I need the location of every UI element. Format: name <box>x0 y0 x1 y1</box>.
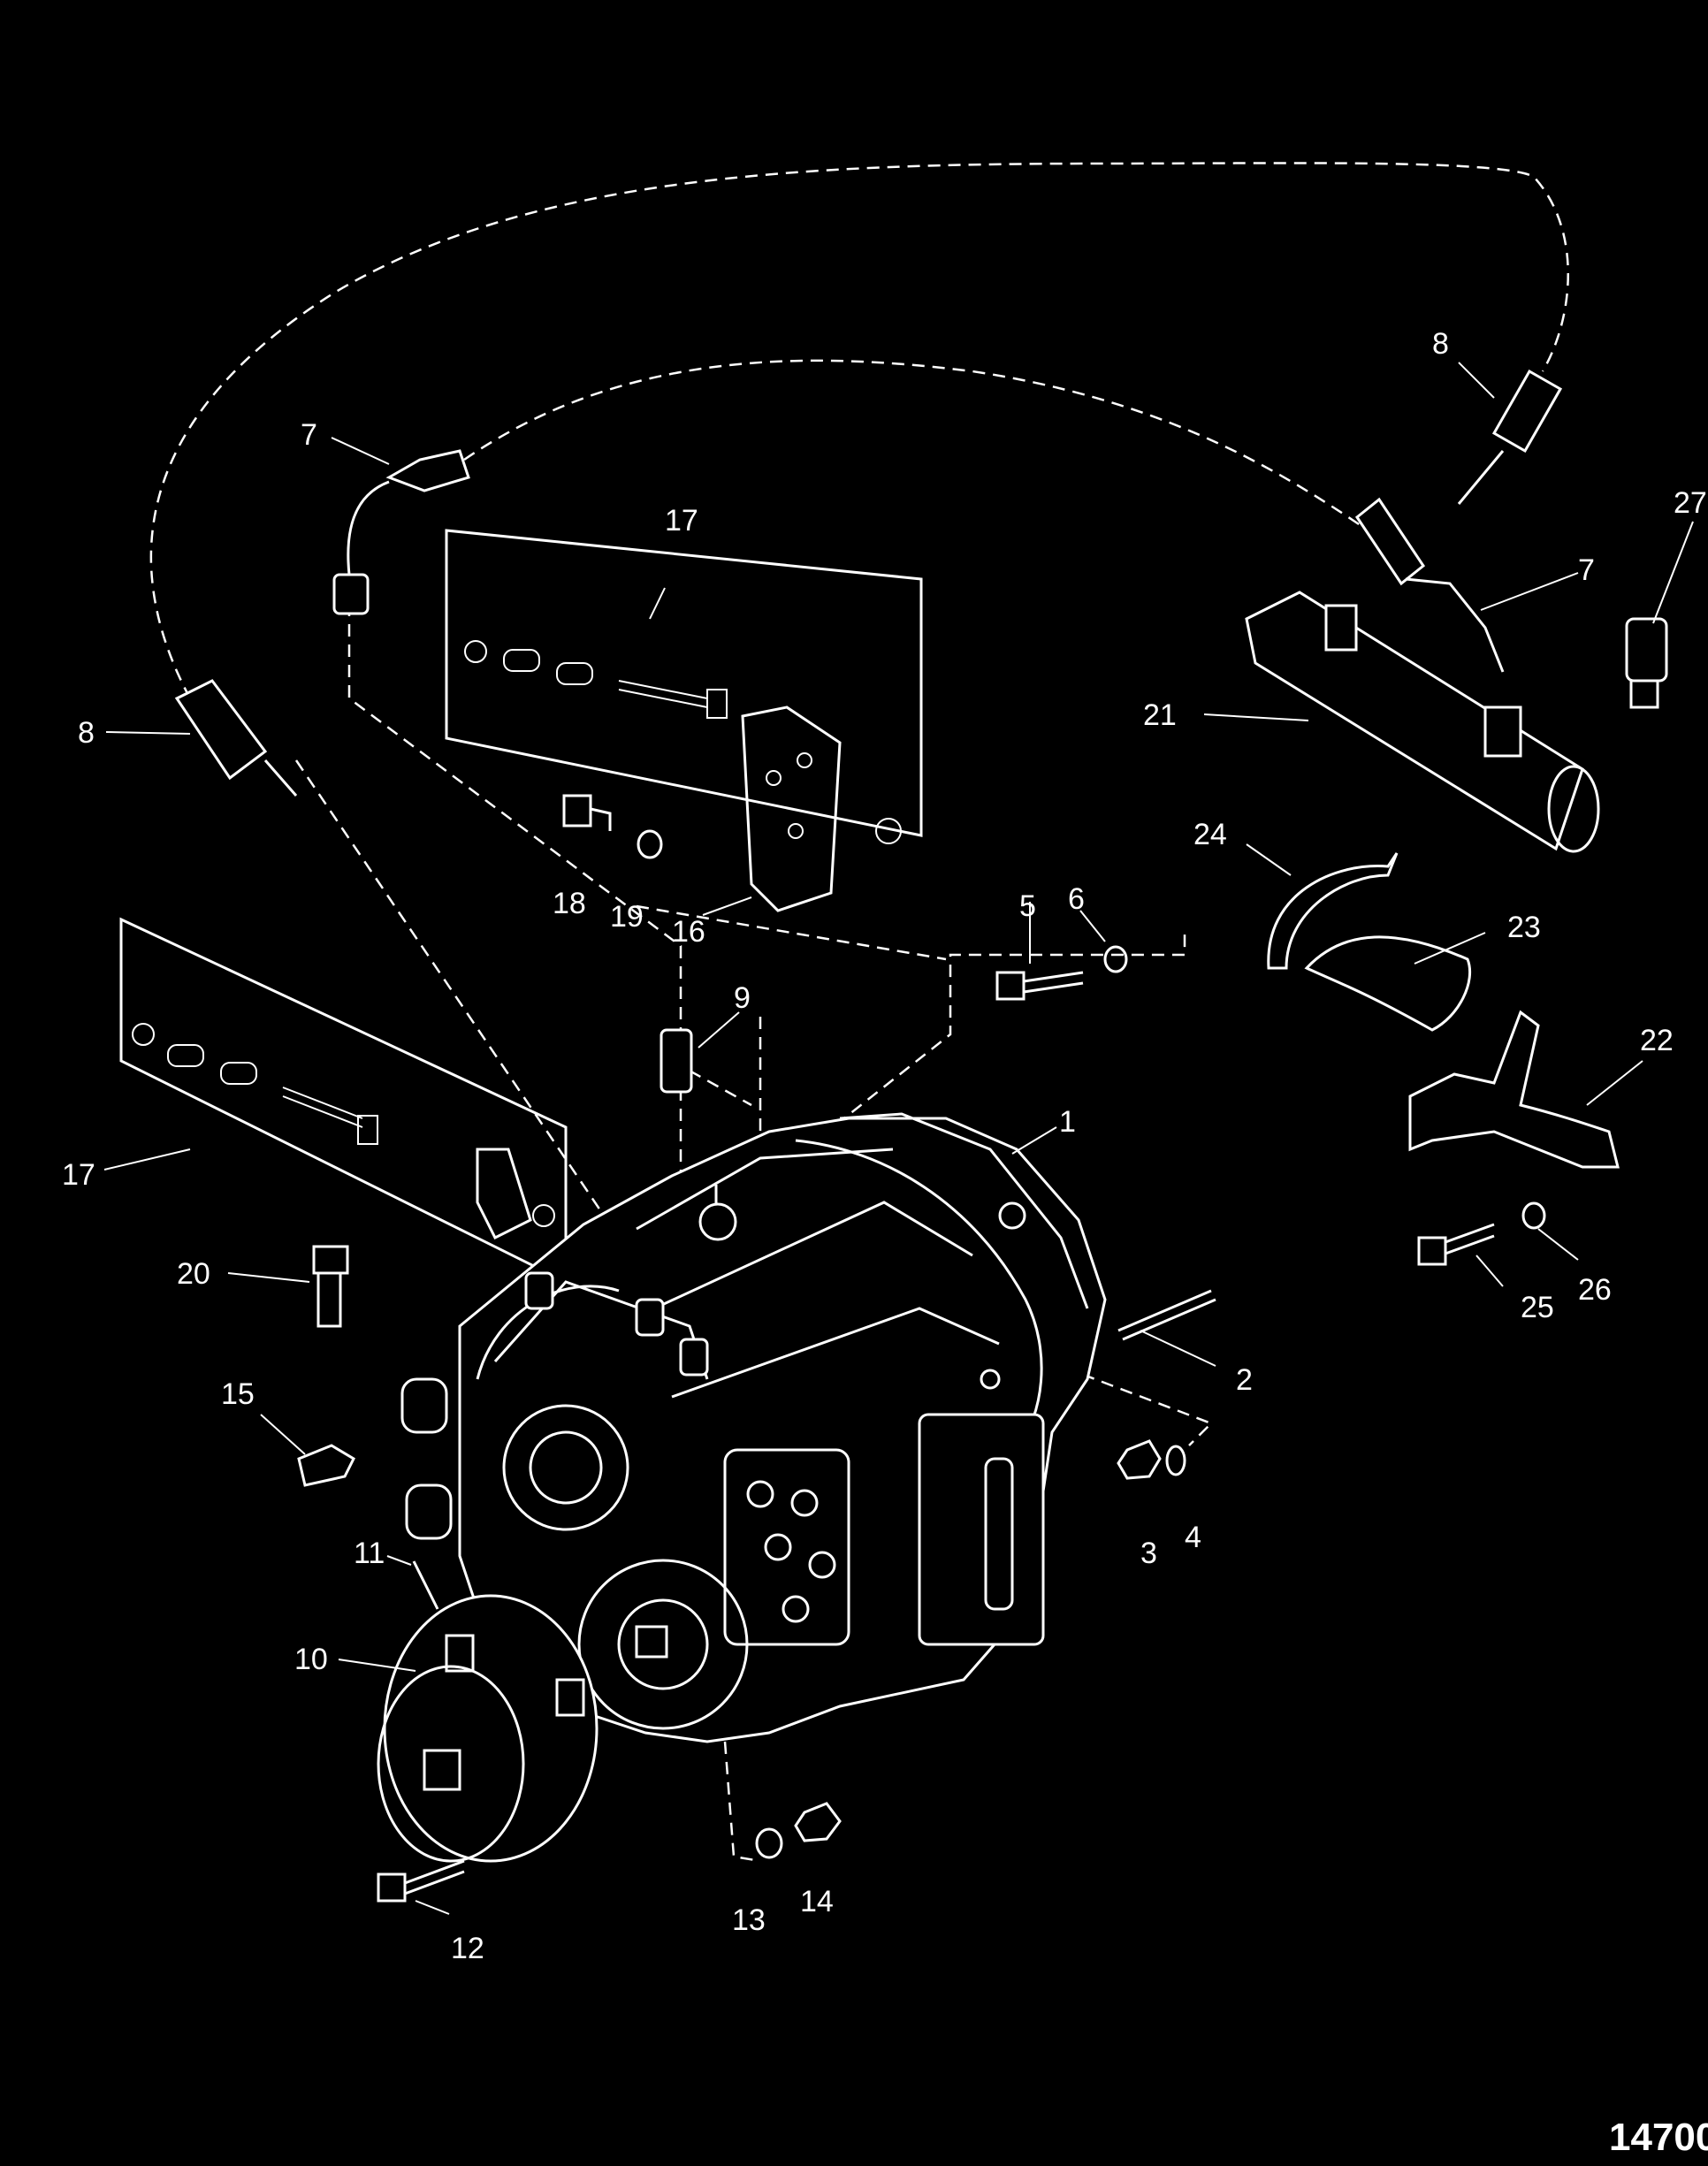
callout-27: 27 <box>1674 486 1707 520</box>
callout-6: 6 <box>1068 882 1085 916</box>
callout-25: 25 <box>1521 1291 1554 1324</box>
callout-2: 2 <box>1236 1363 1253 1397</box>
callout-7-right: 7 <box>1578 553 1595 587</box>
callout-22: 22 <box>1640 1024 1674 1057</box>
callout-14: 14 <box>800 1885 834 1918</box>
leader-lines <box>103 362 1694 1915</box>
callout-17-upper: 17 <box>665 504 698 538</box>
callout-18: 18 <box>553 887 586 920</box>
callout-16: 16 <box>672 915 705 949</box>
hose-fittings-left <box>174 449 470 797</box>
hose-lines <box>149 162 1569 1863</box>
callout-labels: 1 2 3 4 5 6 7 7 8 8 9 10 11 12 13 14 15 … <box>62 327 1707 1965</box>
callout-7-left: 7 <box>301 418 317 452</box>
transmission-housing <box>400 1112 1107 1743</box>
callout-26: 26 <box>1578 1273 1612 1307</box>
callout-23: 23 <box>1507 911 1541 944</box>
callout-10: 10 <box>294 1643 328 1676</box>
kit-panel-lower <box>119 917 568 1285</box>
cooler-assembly <box>1245 369 1668 1266</box>
callout-11: 11 <box>354 1537 385 1570</box>
callout-9: 9 <box>734 981 751 1015</box>
figure-number: 14700 <box>1609 2116 1708 2159</box>
callout-20: 20 <box>177 1257 210 1291</box>
callout-12: 12 <box>451 1932 484 1965</box>
callout-4: 4 <box>1185 1521 1201 1554</box>
callout-17-lower: 17 <box>62 1158 95 1192</box>
callout-1: 1 <box>1059 1105 1076 1139</box>
callout-19: 19 <box>610 900 644 934</box>
callout-3: 3 <box>1140 1537 1157 1570</box>
callout-13: 13 <box>732 1903 766 1937</box>
callout-8-right: 8 <box>1432 327 1449 361</box>
callout-24: 24 <box>1193 818 1227 851</box>
callout-5: 5 <box>1019 889 1036 923</box>
fittings <box>297 794 1216 1903</box>
callout-8-left: 8 <box>78 716 95 750</box>
callout-15: 15 <box>221 1377 255 1411</box>
kit-panel-upper <box>445 529 923 912</box>
callout-21: 21 <box>1143 698 1177 732</box>
